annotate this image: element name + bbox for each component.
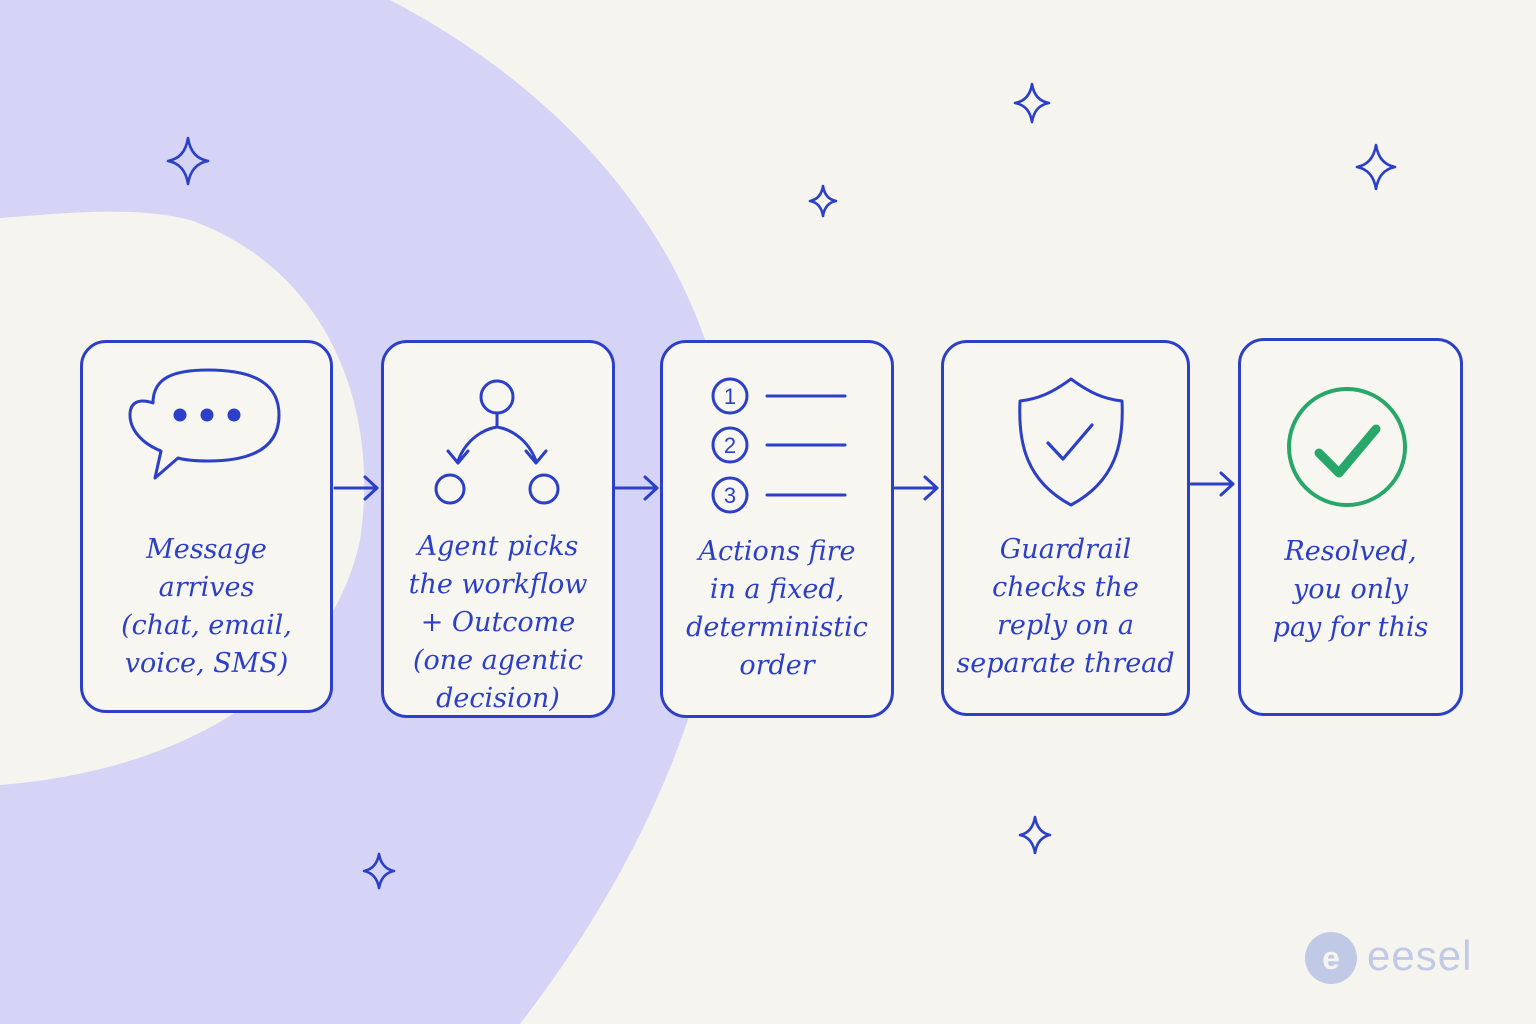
shield-check-icon: [1018, 377, 1124, 507]
sparkle-icon: [1018, 815, 1052, 855]
step-label: Message arrives (chat, email, voice, SMS…: [121, 534, 292, 679]
flow-arrow: [1189, 471, 1235, 497]
branching-workflow-icon: [434, 379, 560, 505]
eesel-logo: e eesel: [1303, 930, 1493, 986]
step-card-actions-fire: 1 2 3 Actions fire in a fixed, determini…: [660, 340, 894, 718]
step-label: Resolved, you only pay for this: [1272, 536, 1429, 643]
svg-text:3: 3: [724, 483, 736, 508]
step-card-guardrail: Guardrail checks the reply on a separate…: [941, 340, 1190, 716]
eesel-wordmark: eesel: [1367, 932, 1473, 979]
sparkle-icon: [166, 136, 210, 186]
svg-text:2: 2: [724, 433, 736, 458]
sparkle-icon: [1013, 82, 1051, 124]
step-card-agent-picks-workflow: Agent picks the workflow + Outcome (one …: [381, 340, 615, 718]
sparkle-icon: [1355, 143, 1397, 191]
step-label: Actions fire in a fixed, deterministic o…: [686, 536, 868, 681]
sparkle-icon: [808, 184, 838, 218]
eesel-logo-mark: e: [1305, 932, 1357, 984]
flow-arrow: [613, 475, 659, 501]
svg-text:e: e: [1322, 940, 1340, 976]
sparkle-icon: [362, 852, 396, 890]
chat-bubble-icon: [128, 368, 281, 480]
svg-text:1: 1: [724, 384, 736, 409]
step-label: Agent picks the workflow + Outcome (one …: [408, 531, 588, 714]
lavender-arc-shape: [0, 0, 731, 1024]
flow-arrow: [333, 475, 379, 501]
step-card-resolved: Resolved, you only pay for this: [1238, 338, 1463, 716]
step-card-message-arrives: Message arrives (chat, email, voice, SMS…: [80, 340, 333, 713]
green-checkmark-icon: [1287, 387, 1407, 507]
numbered-list-icon: 1 2 3: [711, 377, 847, 514]
flow-arrow: [893, 475, 939, 501]
step-label: Guardrail checks the reply on a separate…: [956, 534, 1175, 679]
